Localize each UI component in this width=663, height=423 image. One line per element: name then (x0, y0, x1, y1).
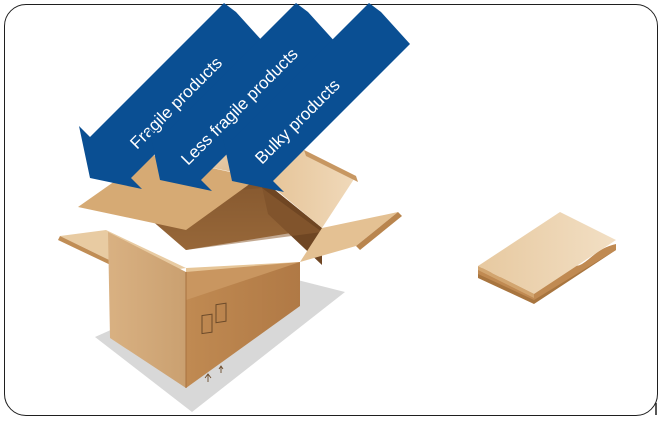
corrugated-cardboard-piece (478, 212, 616, 304)
